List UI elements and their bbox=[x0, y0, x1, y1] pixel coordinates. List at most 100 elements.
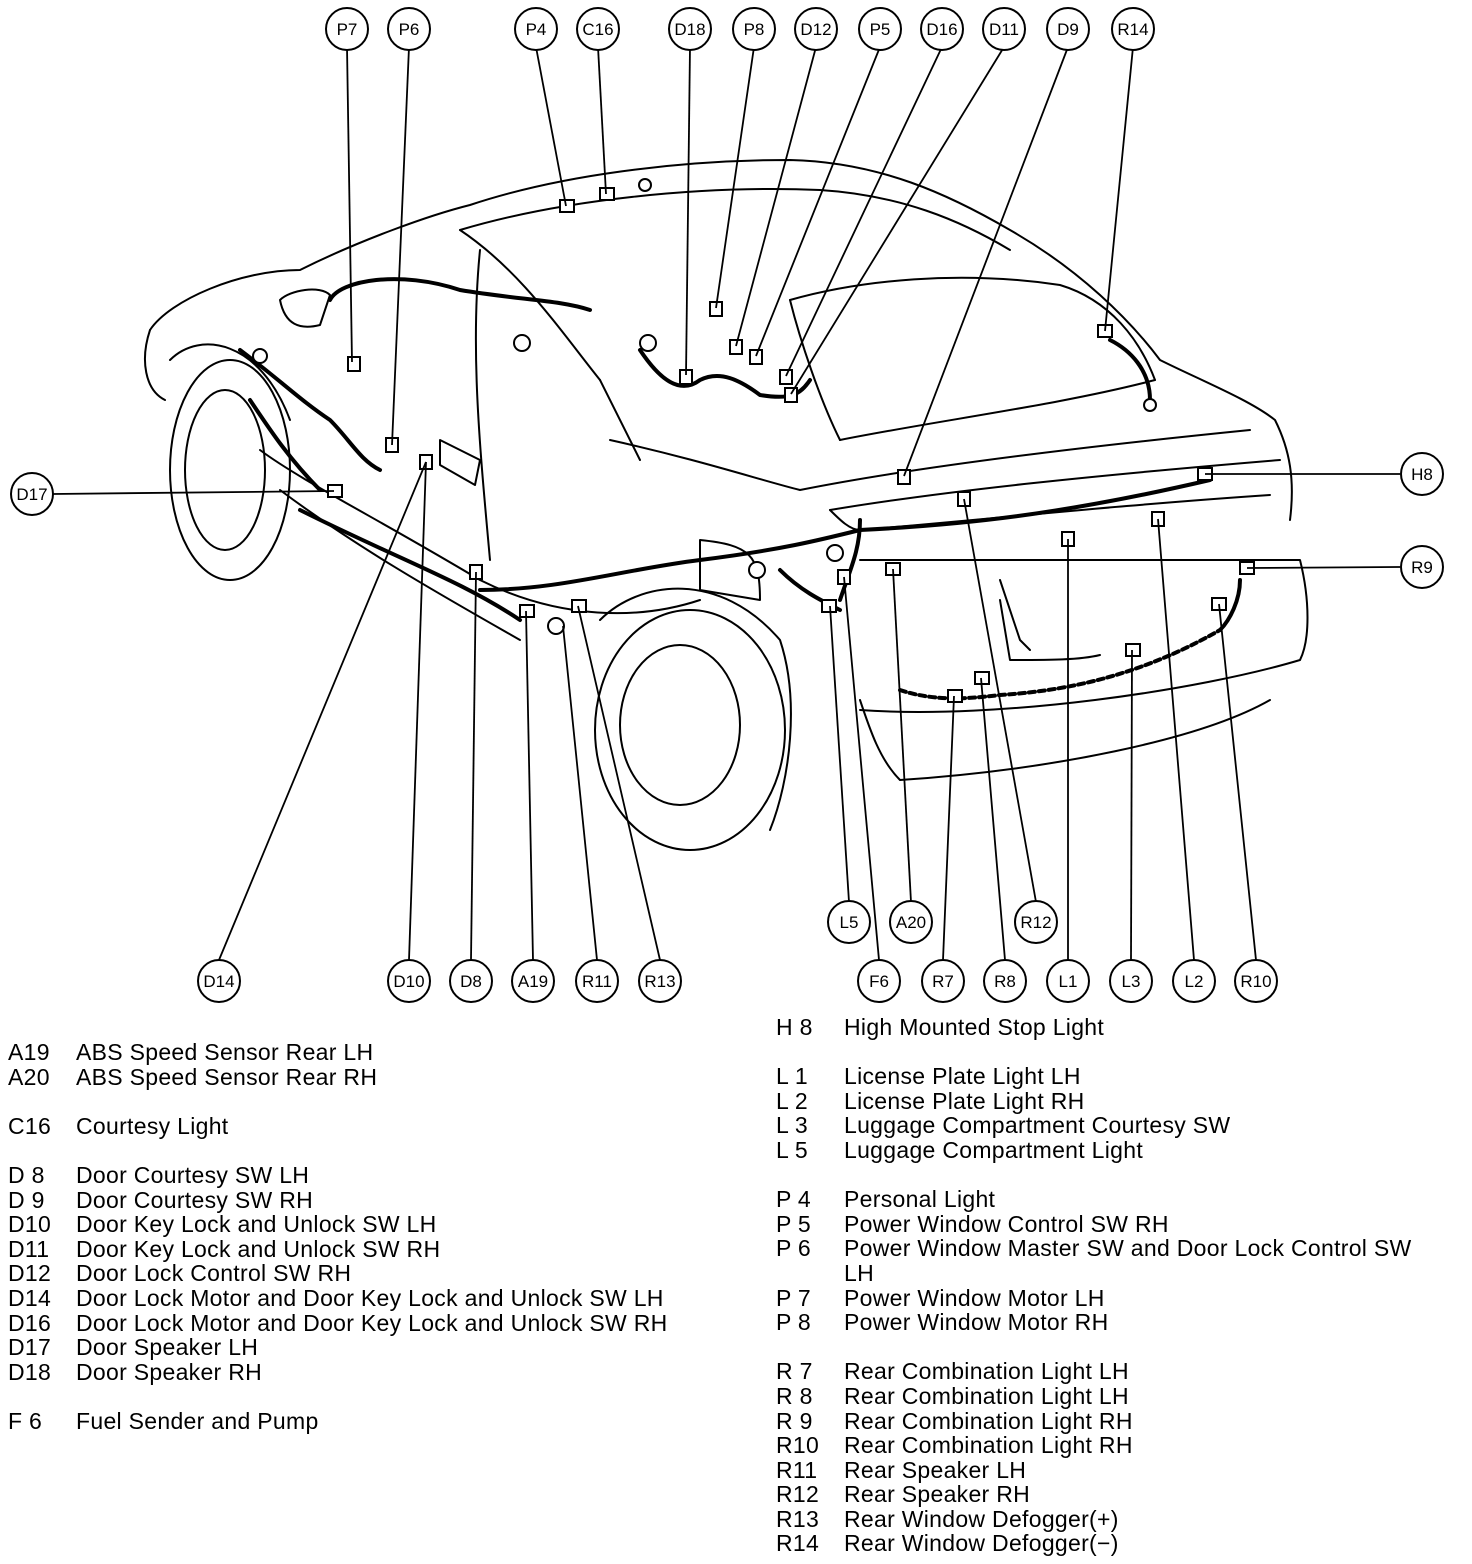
callout-D18: D18 bbox=[668, 7, 712, 51]
legend-code: A19 bbox=[8, 1039, 50, 1065]
legend-code: A20 bbox=[8, 1063, 50, 1090]
callout-A19: A19 bbox=[511, 959, 555, 1003]
svg-text:P5: P5 bbox=[870, 20, 891, 39]
legend-desc: Door Speaker LH bbox=[76, 1334, 259, 1361]
legend-desc: Door Lock Control SW RH bbox=[76, 1260, 352, 1287]
leader-lines bbox=[52, 46, 1401, 961]
legend-item-P7: P 7 Power Window Motor LH bbox=[776, 1284, 1444, 1311]
svg-text:P8: P8 bbox=[744, 20, 765, 39]
svg-text:A20: A20 bbox=[896, 913, 926, 932]
legend-code: R10 bbox=[776, 1432, 820, 1459]
svg-text:C16: C16 bbox=[582, 20, 613, 39]
callout-D10: D10 bbox=[387, 959, 431, 1003]
callout-L2: L2 bbox=[1172, 959, 1216, 1003]
svg-text:L2: L2 bbox=[1185, 972, 1204, 991]
legend-code: D16 bbox=[8, 1309, 52, 1336]
svg-text:P4: P4 bbox=[526, 20, 547, 39]
svg-text:R13: R13 bbox=[644, 972, 675, 991]
legend-code: D 9 bbox=[8, 1186, 45, 1213]
svg-text:H8: H8 bbox=[1411, 465, 1433, 484]
legend-desc: Power Window Control SW RH bbox=[844, 1210, 1169, 1237]
svg-text:R8: R8 bbox=[994, 972, 1016, 991]
svg-text:L1: L1 bbox=[1059, 972, 1078, 991]
svg-text:D8: D8 bbox=[460, 972, 482, 991]
legend-code: D12 bbox=[8, 1260, 52, 1287]
callout-R9: R9 bbox=[1400, 545, 1444, 589]
legend-code: F 6 bbox=[8, 1407, 43, 1434]
callout-P6: P6 bbox=[387, 7, 431, 51]
svg-text:P7: P7 bbox=[337, 20, 358, 39]
legend-item-P6: P 6 Power Window Master SW and Door Lock … bbox=[776, 1236, 1444, 1285]
svg-text:D16: D16 bbox=[926, 20, 957, 39]
legend-code: D11 bbox=[8, 1235, 50, 1262]
svg-text:D10: D10 bbox=[393, 972, 424, 991]
legend-code: R 9 bbox=[776, 1407, 813, 1434]
svg-text:F6: F6 bbox=[869, 972, 889, 991]
legend-desc: License Plate Light LH bbox=[844, 1063, 1081, 1090]
legend-item-D11: D11 Door Key Lock and Unlock SW RH bbox=[8, 1237, 668, 1262]
legend-code: H 8 bbox=[776, 1014, 813, 1040]
callout-P8: P8 bbox=[732, 7, 776, 51]
legend-desc: Rear Window Defogger(−) bbox=[844, 1530, 1119, 1557]
legend-item-D16: D16 Door Lock Motor and Door Key Lock and… bbox=[8, 1309, 668, 1336]
callout-bubbles: P7 P6 P4 C16 D18 P8 D12 P5 D16 D11 D9 R1… bbox=[10, 7, 1444, 1003]
callout-H8: H8 bbox=[1400, 452, 1444, 496]
callout-C16: C16 bbox=[576, 7, 620, 51]
legend-item-R9: R 9 Rear Combination Light RH bbox=[776, 1407, 1444, 1434]
legend-desc: Rear Combination Light RH bbox=[844, 1407, 1133, 1434]
svg-text:R11: R11 bbox=[582, 972, 612, 991]
legend-item-L3: L 3 Luggage Compartment Courtesy SW bbox=[776, 1113, 1444, 1138]
callout-F6: F6 bbox=[857, 959, 901, 1003]
callout-L5: L5 bbox=[827, 900, 871, 944]
legend-item-D9: D 9 Door Courtesy SW RH bbox=[8, 1186, 668, 1213]
legend-desc: Rear Combination Light LH bbox=[844, 1382, 1129, 1409]
callout-D8: D8 bbox=[449, 959, 493, 1003]
legend-code: L 1 bbox=[776, 1063, 809, 1090]
svg-text:D18: D18 bbox=[674, 20, 705, 39]
callout-D12: D12 bbox=[794, 7, 838, 51]
legend-desc: Door Key Lock and Unlock SW RH bbox=[76, 1235, 441, 1262]
svg-text:L3: L3 bbox=[1122, 972, 1141, 991]
legend-code: D18 bbox=[8, 1358, 52, 1385]
legend-desc: High Mounted Stop Light bbox=[844, 1014, 1105, 1040]
callout-A20: A20 bbox=[889, 900, 933, 944]
legend-desc: Door Key Lock and Unlock SW LH bbox=[76, 1211, 437, 1238]
legend-desc: Door Lock Motor and Door Key Lock and Un… bbox=[76, 1309, 668, 1336]
svg-text:R7: R7 bbox=[932, 972, 954, 991]
legend-item-D14: D14 Door Lock Motor and Door Key Lock and… bbox=[8, 1286, 668, 1311]
legend-code: P 7 bbox=[776, 1284, 812, 1311]
legend-desc: Rear Speaker LH bbox=[844, 1456, 1027, 1483]
legend-desc: Door Courtesy SW LH bbox=[76, 1161, 310, 1188]
car-body-outline bbox=[144, 159, 1309, 851]
svg-text:D17: D17 bbox=[16, 485, 47, 504]
legend-desc: Door Courtesy SW RH bbox=[76, 1186, 314, 1213]
callout-R7: R7 bbox=[921, 959, 965, 1003]
legend-desc: Luggage Compartment Courtesy SW bbox=[844, 1112, 1231, 1139]
legend-code: D14 bbox=[8, 1284, 52, 1311]
legend-code: R12 bbox=[776, 1481, 820, 1508]
callout-R13: R13 bbox=[638, 959, 682, 1003]
legend-desc: Rear Combination Light RH bbox=[844, 1432, 1133, 1459]
legend-item-H8: H 8 High Mounted Stop Light bbox=[776, 1015, 1444, 1040]
legend-desc: Power Window Motor LH bbox=[844, 1284, 1105, 1311]
legend-code: D17 bbox=[8, 1334, 52, 1361]
callout-D17: D17 bbox=[10, 472, 54, 516]
legend-desc: Door Lock Motor and Door Key Lock and Un… bbox=[76, 1284, 664, 1311]
legend-code: P 6 bbox=[776, 1235, 812, 1262]
svg-text:R12: R12 bbox=[1020, 913, 1051, 932]
legend-code: L 3 bbox=[776, 1112, 809, 1139]
legend-desc: Power Window Master SW and Door Lock Con… bbox=[844, 1235, 1412, 1286]
callout-R8: R8 bbox=[983, 959, 1027, 1003]
callout-R10: R10 bbox=[1234, 959, 1278, 1003]
